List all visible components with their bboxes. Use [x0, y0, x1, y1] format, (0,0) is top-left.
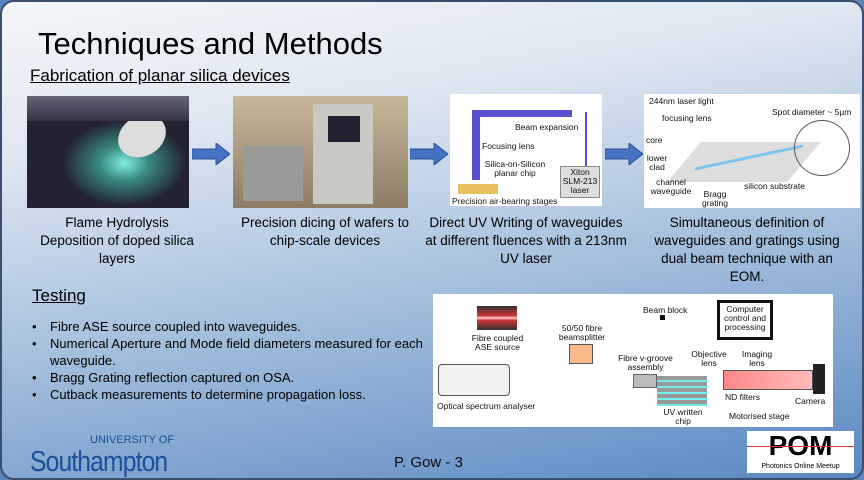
label-laser: Xiton SLM-213 laser	[562, 167, 598, 195]
label-lower-clad: lower clad	[646, 153, 668, 172]
testing-bullets: Fibre ASE source coupled into waveguides…	[30, 318, 430, 403]
label-ase: Fibre coupled ASE source	[471, 333, 524, 352]
label-bragg: Bragg grating	[702, 189, 728, 208]
caption-dicing: Precision dicing of wafers to chip-scale…	[240, 215, 410, 248]
bullet-item: Numerical Aperture and Mode field diamet…	[30, 335, 430, 369]
arrow-right-icon	[410, 143, 448, 165]
label-core: core	[646, 135, 663, 145]
label-vgroove: Fibre v-groove assembly	[618, 353, 673, 372]
flame-hydrolysis-photo	[27, 96, 189, 208]
uv-writing-diagram: Beam expansion Focusing lens Silica-on-S…	[450, 94, 602, 206]
caption-flame-hydrolysis: Flame Hydrolysis Deposition of doped sil…	[40, 215, 194, 266]
pom-logo: POM Photonics Online Meetup	[747, 431, 854, 473]
pom-logo-subtext: Photonics Online Meetup	[761, 463, 840, 470]
label-focusing-lens: Focusing lens	[482, 141, 535, 151]
slide-title: Techniques and Methods	[38, 26, 383, 61]
label-beam-block: Beam block	[643, 305, 688, 315]
label-chip: Silica-on-Silicon planar chip	[484, 159, 546, 178]
bullet-item: Fibre ASE source coupled into waveguides…	[30, 318, 430, 335]
label-splitter: 50/50 fibre beamsplitter	[558, 323, 606, 342]
label-spot: Spot diameter ~ 5µm	[772, 107, 852, 117]
caption-uv-writing: Direct UV Writing of waveguides at diffe…	[425, 215, 627, 266]
label-stage: Motorised stage	[729, 411, 790, 421]
label-focusing-lens-2: focusing lens	[662, 113, 712, 123]
label-beam-expansion: Beam expansion	[515, 122, 579, 132]
label-uv-chip: UV written chip	[663, 407, 703, 426]
dual-beam-diagram: 244nm laser light focusing lens Spot dia…	[644, 94, 860, 208]
caption-dual-beam: Simultaneous definition of waveguides an…	[654, 215, 840, 284]
pom-logo-text: POM	[768, 430, 833, 461]
arrow-right-icon	[605, 143, 643, 165]
label-objective: Objective lens	[691, 349, 727, 368]
testing-heading: Testing	[32, 286, 86, 305]
bullet-item: Bragg Grating reflection captured on OSA…	[30, 369, 430, 386]
dicing-machine-photo	[233, 96, 408, 208]
university-small-text: UNIVERSITY OF	[90, 434, 175, 446]
label-laser-light: 244nm laser light	[649, 96, 714, 106]
label-stages: Precision air-bearing stages	[452, 196, 558, 206]
label-osa: Optical spectrum analyser	[437, 401, 536, 411]
label-computer: Computer control and processing	[723, 304, 767, 332]
label-channel: channel waveguide	[650, 177, 692, 196]
testing-setup-diagram: Fibre coupled ASE source 50/50 fibre bea…	[433, 294, 833, 427]
arrow-right-icon	[192, 143, 230, 165]
label-camera: Camera	[795, 396, 826, 406]
bullet-item: Cutback measurements to determine propag…	[30, 386, 430, 403]
fabrication-heading: Fabrication of planar silica devices	[30, 66, 290, 85]
label-imaging: Imaging lens	[741, 349, 773, 368]
southampton-logo: Southampton	[30, 446, 168, 478]
presenter-page: P. Gow - 3	[394, 454, 463, 471]
label-substrate: silicon substrate	[744, 181, 805, 191]
label-nd: ND filters	[725, 392, 760, 402]
